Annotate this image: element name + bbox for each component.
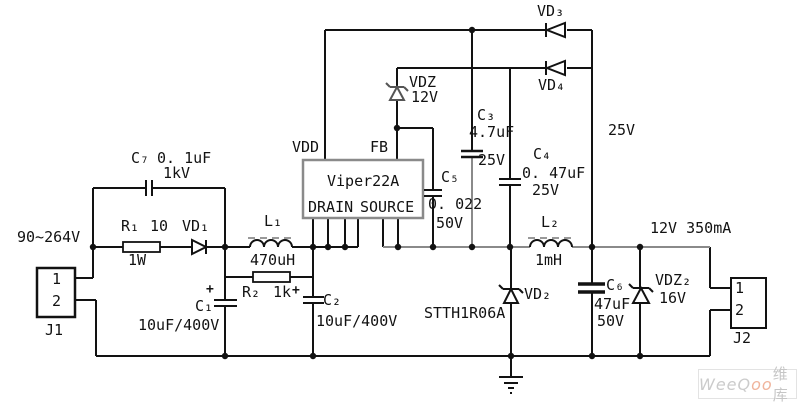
- c1-polarity: +: [206, 282, 214, 297]
- zener-vdz2-symbol: [628, 283, 654, 304]
- c3-value: 4.7uF: [469, 123, 515, 141]
- c6-rating: 50V: [597, 312, 625, 330]
- capacitor-c4-symbol: [499, 178, 521, 186]
- diode-vd2-symbol: [498, 284, 524, 304]
- ground-icon: [499, 356, 523, 394]
- j1-name-label: J1: [45, 321, 64, 339]
- capacitor-c2-symbol: [303, 296, 324, 304]
- capacitor-c1-symbol: [214, 299, 237, 307]
- vdz2-ref: VDZ₂: [655, 271, 692, 289]
- r1-rating: 1W: [128, 251, 147, 269]
- l2-value: 1mH: [535, 251, 563, 269]
- resistor-r1-symbol: [122, 241, 161, 253]
- c4-ref: C₄: [533, 145, 552, 163]
- capacitor-c3-symbol: [461, 149, 483, 159]
- l2-ref: L₂: [541, 213, 560, 231]
- watermark-text-accent: oo: [751, 374, 773, 394]
- c1-value: 10uF/400V: [138, 316, 220, 334]
- j1-pin1-label: 1: [52, 270, 62, 288]
- c4-value: 0. 47uF: [522, 164, 586, 182]
- c5-value: 0. 022: [428, 195, 483, 213]
- ic-pin-vdd: VDD: [292, 138, 320, 156]
- j2-pin1-label: 1: [735, 279, 745, 297]
- j1-pin2-label: 2: [52, 292, 62, 310]
- r2-ref: R₂: [242, 283, 261, 301]
- c2-ref: C₂: [323, 291, 342, 309]
- capacitor-c6-symbol: [578, 282, 605, 294]
- c5-ref: C₅: [441, 168, 460, 186]
- c5-rating: 50V: [436, 214, 464, 232]
- vd2-ref: VD₂: [524, 285, 552, 303]
- output-label: 12V 350mA: [650, 219, 732, 237]
- vdz2-value: 16V: [659, 289, 687, 307]
- inductor-l1-symbol: [248, 237, 295, 248]
- vd3-ref: VD₃: [537, 2, 565, 20]
- ic-viper22a-body: [301, 158, 425, 220]
- l1-value: 470uH: [250, 251, 296, 269]
- diode-vd4-symbol: [544, 59, 566, 77]
- resistor-r2-symbol: [252, 271, 291, 283]
- c2-polarity: +: [292, 283, 300, 298]
- watermark-text: WeeQ: [699, 374, 752, 394]
- vd1-ref: VD₁: [182, 217, 210, 235]
- c6-value: 47uF: [594, 295, 631, 313]
- c6-ref: C₆: [606, 276, 625, 294]
- capacitor-c7-symbol: [145, 180, 153, 196]
- vd2-part: STTH1R06A: [424, 304, 506, 322]
- c4-rating: 25V: [532, 181, 560, 199]
- diode-vd1-symbol: [191, 238, 209, 256]
- j2-name-label: J2: [733, 329, 752, 347]
- c3-rating: 25V: [478, 151, 506, 169]
- j2-pin2-label: 2: [735, 301, 745, 319]
- ic-pin-source: SOURCE: [360, 198, 415, 216]
- c3-ref: C₃: [477, 106, 496, 124]
- c7-ref: C₇: [131, 149, 150, 167]
- input-voltage-label: 90~264V: [17, 228, 81, 246]
- r1-ref: R₁: [121, 217, 140, 235]
- capacitor-c5-symbol: [424, 189, 442, 197]
- r2-value: 1k: [273, 283, 292, 301]
- ic-name: Viper22A: [327, 172, 400, 190]
- r1-value: 10: [150, 217, 169, 235]
- c7-value: 0. 1uF: [157, 149, 212, 167]
- zener-vdz-symbol: [385, 82, 409, 101]
- vdz-value: 12V: [411, 88, 439, 106]
- junction-dots: [89, 26, 644, 360]
- vd4-ref: VD₄: [538, 76, 566, 94]
- c1-ref: C₁: [195, 297, 214, 315]
- rail-25v-label: 25V: [608, 121, 636, 139]
- diode-vd3-symbol: [544, 21, 566, 39]
- primary-wires: [75, 29, 731, 357]
- connector-j2-body: [730, 277, 767, 329]
- l1-ref: L₁: [264, 212, 283, 230]
- vdz-ref: VDZ: [409, 73, 437, 91]
- inductor-l2-symbol: [528, 237, 575, 248]
- ic-pin-fb: FB: [370, 138, 389, 156]
- watermark-text-cn: 维库: [772, 365, 789, 403]
- c7-rating: 1kV: [163, 164, 191, 182]
- connector-j1-body: [35, 266, 77, 319]
- ic-pin-drain: DRAIN: [308, 198, 354, 216]
- c2-value: 10uF/400V: [316, 312, 398, 330]
